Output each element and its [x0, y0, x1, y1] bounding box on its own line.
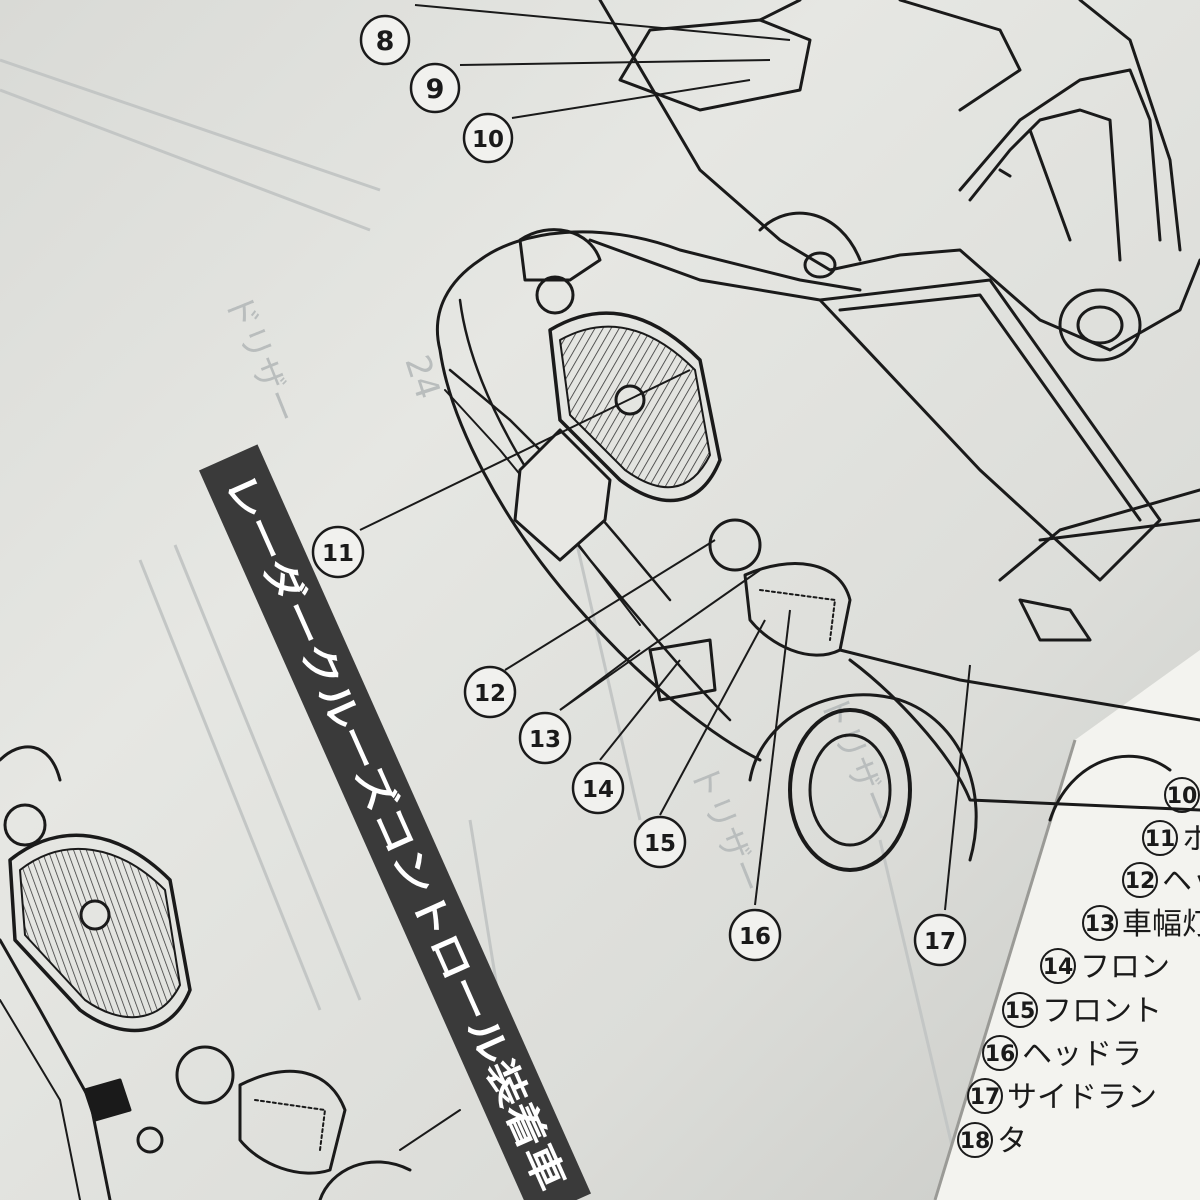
legend-text: 車幅灯 — [1122, 907, 1200, 942]
callout-17: 17 — [913, 913, 967, 967]
legend-text: フロント — [1042, 994, 1162, 1029]
front-car-illustration — [435, 228, 1200, 872]
legend-number: 13 — [1085, 912, 1116, 937]
callout-number: 12 — [474, 681, 506, 707]
radar-cruise-banner: レーダークルーズコントロール装着車 — [199, 444, 591, 1200]
legend-item: 14 フロン — [1040, 948, 1170, 985]
callout-9: 9 — [409, 62, 461, 114]
callout-number: 14 — [582, 777, 614, 803]
legend-text: サイドラン — [1007, 1080, 1157, 1115]
callout-number: 16 — [739, 924, 771, 950]
callout-12: 12 — [463, 665, 517, 719]
legend-item: 18 タ — [957, 1122, 1027, 1159]
legend-number: 15 — [1005, 999, 1036, 1024]
legend-text: フロン — [1080, 950, 1170, 985]
callout-number: 13 — [529, 727, 561, 753]
callout-number: 8 — [376, 26, 395, 57]
legend-item: 17 サイドラン — [967, 1078, 1157, 1115]
legend-item: 15 フロント — [1002, 992, 1162, 1029]
callouts: 8 9 10 11 12 13 14 15 — [311, 14, 967, 967]
legend-text: ヘッ — [1162, 864, 1200, 899]
callout-number: 11 — [322, 541, 354, 567]
ghost-line: ドリザー — [217, 288, 305, 429]
legend-list: 10 11 ホ 12 ヘッ 13 車幅灯 14 フロン 15 フロント — [957, 777, 1200, 1159]
callout-13: 13 — [518, 711, 572, 765]
radar-cruise-car-illustration — [0, 745, 461, 1200]
legend-item: 11 ホ — [1142, 820, 1200, 857]
legend-item: 13 車幅灯 — [1082, 905, 1200, 942]
legend-number: 17 — [970, 1085, 1001, 1110]
legend-number: 16 — [985, 1042, 1016, 1067]
callout-number: 17 — [924, 929, 956, 955]
legend-number: 18 — [960, 1129, 991, 1154]
callout-14: 14 — [571, 761, 625, 815]
banner-background — [199, 444, 591, 1200]
legend-number: 12 — [1125, 869, 1156, 894]
legend-number: 14 — [1043, 955, 1074, 980]
ghost-line: トリザー — [682, 758, 770, 899]
callout-11: 11 — [311, 525, 365, 579]
callout-number: 10 — [472, 127, 504, 153]
callout-8: 8 — [359, 14, 411, 66]
callout-leader-lines — [359, 4, 971, 911]
callout-15: 15 — [633, 815, 687, 869]
callout-number: 15 — [644, 831, 676, 857]
legend-text: タ — [997, 1124, 1027, 1159]
legend-item: 10 — [1164, 777, 1200, 813]
right-page — [935, 650, 1200, 1200]
legend-item: 12 ヘッ — [1122, 862, 1200, 899]
legend-item: 16 ヘッドラ — [982, 1035, 1142, 1072]
callout-number: 9 — [426, 74, 445, 105]
legend-text: ヘッドラ — [1022, 1037, 1142, 1072]
legend-number: 10 — [1167, 784, 1198, 809]
rear-car-illustration — [598, 0, 1200, 362]
callout-10: 10 — [462, 112, 514, 164]
legend-text: ホ — [1182, 822, 1200, 857]
callout-16: 16 — [728, 908, 782, 962]
legend-number: 11 — [1145, 827, 1176, 852]
banner-label: レーダークルーズコントロール装着車 — [216, 467, 573, 1197]
